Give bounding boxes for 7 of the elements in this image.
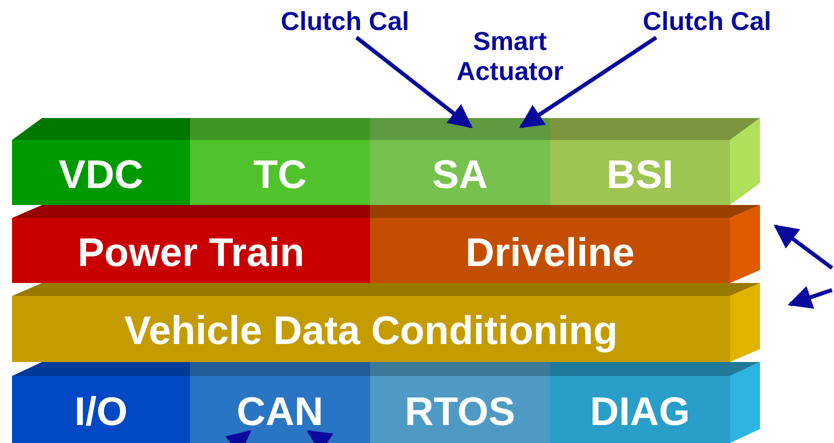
arrow	[519, 36, 658, 128]
callout-label: Clutch Cal	[580, 6, 834, 36]
arrow	[355, 36, 473, 128]
arrow	[225, 430, 252, 443]
arrow	[788, 286, 833, 309]
arrow	[306, 430, 334, 443]
arrow	[774, 224, 834, 270]
